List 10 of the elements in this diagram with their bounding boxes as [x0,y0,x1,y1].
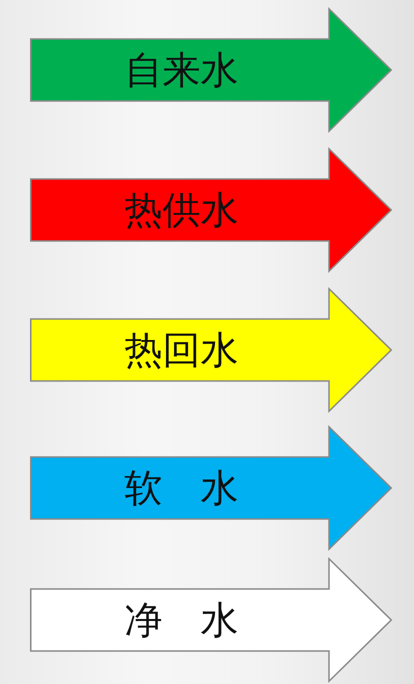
arrow-text: 热回水 [124,331,238,369]
arrow-shape [30,148,392,272]
arrow-text: 软 水 [124,469,238,507]
arrow-shape [30,8,392,132]
arrow-text: 热供水 [124,191,238,229]
arrow-text: 净 水 [124,601,238,639]
arrow-shape [30,288,392,412]
arrow-text: 自来水 [124,51,238,89]
arrow-shape [30,426,392,550]
arrow-shape [30,558,392,682]
